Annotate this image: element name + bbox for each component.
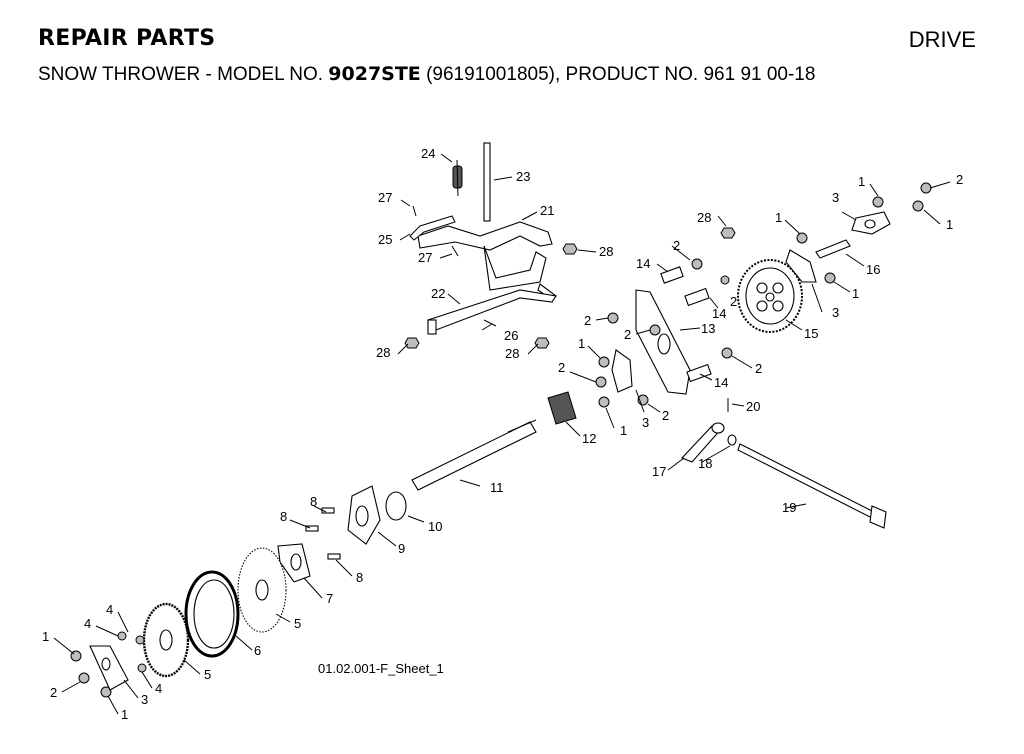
part-gear-12 (547, 391, 577, 425)
callout-9: 9 (398, 541, 405, 556)
callout-1: 1 (121, 707, 128, 722)
callout-2: 2 (755, 361, 762, 376)
callout-28: 28 (376, 345, 390, 360)
callout-4: 4 (155, 681, 162, 696)
part-housing-9 (347, 485, 381, 545)
part-spring-24 (452, 159, 463, 197)
leader-lines (53, 153, 951, 715)
part-plate-13 (635, 289, 691, 395)
callout-14: 14 (636, 256, 650, 271)
callout-20: 20 (746, 399, 760, 414)
callout-3: 3 (832, 190, 839, 205)
callout-8: 8 (356, 570, 363, 585)
part-pin-26 (483, 319, 497, 327)
section-title: REPAIR PARTS (38, 26, 216, 51)
part-pulley-6 (184, 570, 240, 658)
callout-8: 8 (310, 494, 317, 509)
callout-21: 21 (540, 203, 554, 218)
part-bearing-flange-3 (611, 211, 891, 393)
part-nut-4 (117, 631, 147, 673)
callout-23: 23 (516, 169, 530, 184)
part-bracket-21 (417, 221, 557, 301)
part-nut-2 (78, 182, 932, 684)
section-name: DRIVE (908, 27, 976, 52)
callout-4: 4 (84, 616, 91, 631)
callout-2: 2 (662, 408, 669, 423)
callout-27: 27 (378, 190, 392, 205)
callout-5: 5 (204, 667, 211, 682)
part-bolt-8 (305, 507, 341, 560)
part-shaft-16 (815, 239, 851, 259)
part-pin-27 (412, 205, 459, 257)
part-nut-28 (404, 227, 736, 349)
callout-7: 7 (326, 591, 333, 606)
callout-labels: 24 23 27 21 25 27 28 22 26 28 28 28 2 14… (42, 146, 963, 722)
callout-11: 11 (490, 480, 504, 495)
callout-4: 4 (106, 602, 113, 617)
callout-6: 6 (254, 643, 261, 658)
callout-3: 3 (642, 415, 649, 430)
callout-12: 12 (582, 431, 596, 446)
callout-2: 2 (624, 327, 631, 342)
callout-22: 22 (431, 286, 445, 301)
callout-2: 2 (584, 313, 591, 328)
part-disc-5 (142, 547, 287, 678)
part-spacer-14 (660, 266, 712, 383)
part-rod-19 (737, 443, 887, 529)
callout-18: 18 (698, 456, 712, 471)
callout-1: 1 (852, 286, 859, 301)
callout-2: 2 (730, 294, 737, 309)
part-shaft-23 (483, 142, 491, 222)
part-arm-22 (427, 289, 557, 335)
callout-1: 1 (946, 217, 953, 232)
callout-24: 24 (421, 146, 435, 161)
callout-27: 27 (418, 250, 432, 265)
callout-2: 2 (956, 172, 963, 187)
callout-16: 16 (866, 262, 880, 277)
model-number: 9027STE (328, 63, 421, 85)
part-ring-10 (385, 491, 407, 521)
callout-25: 25 (378, 232, 392, 247)
callout-2: 2 (50, 685, 57, 700)
callout-3: 3 (141, 692, 148, 707)
callout-28: 28 (505, 346, 519, 361)
callout-14: 14 (714, 375, 728, 390)
callout-1: 1 (578, 336, 585, 351)
callout-5: 5 (294, 616, 301, 631)
part-shaft-11 (411, 419, 537, 491)
callout-1: 1 (620, 423, 627, 438)
model-subtitle: SNOW THROWER - MODEL NO. 9027STE (961910… (38, 63, 816, 85)
part-gear-15 (737, 259, 803, 333)
callout-3: 3 (832, 305, 839, 320)
callout-1: 1 (858, 174, 865, 189)
callout-26: 26 (504, 328, 518, 343)
callout-15: 15 (804, 326, 818, 341)
callout-13: 13 (701, 321, 715, 336)
callout-17: 17 (652, 464, 666, 479)
part-hub-7 (277, 543, 311, 583)
callout-2: 2 (673, 238, 680, 253)
callout-19: 19 (782, 500, 796, 515)
part-washer-18 (727, 434, 737, 446)
callout-2: 2 (558, 360, 565, 375)
callout-1: 1 (42, 629, 49, 644)
part-rod-25 (409, 215, 456, 241)
callout-10: 10 (428, 519, 442, 534)
part-arm-17 (681, 422, 725, 463)
callout-28: 28 (697, 210, 711, 225)
part-flange-3-lower (89, 645, 129, 691)
callout-8: 8 (280, 509, 287, 524)
callout-1: 1 (775, 210, 782, 225)
callout-28: 28 (599, 244, 613, 259)
callout-14: 14 (712, 306, 726, 321)
sheet-reference: 01.02.001-F_Sheet_1 (318, 661, 444, 676)
